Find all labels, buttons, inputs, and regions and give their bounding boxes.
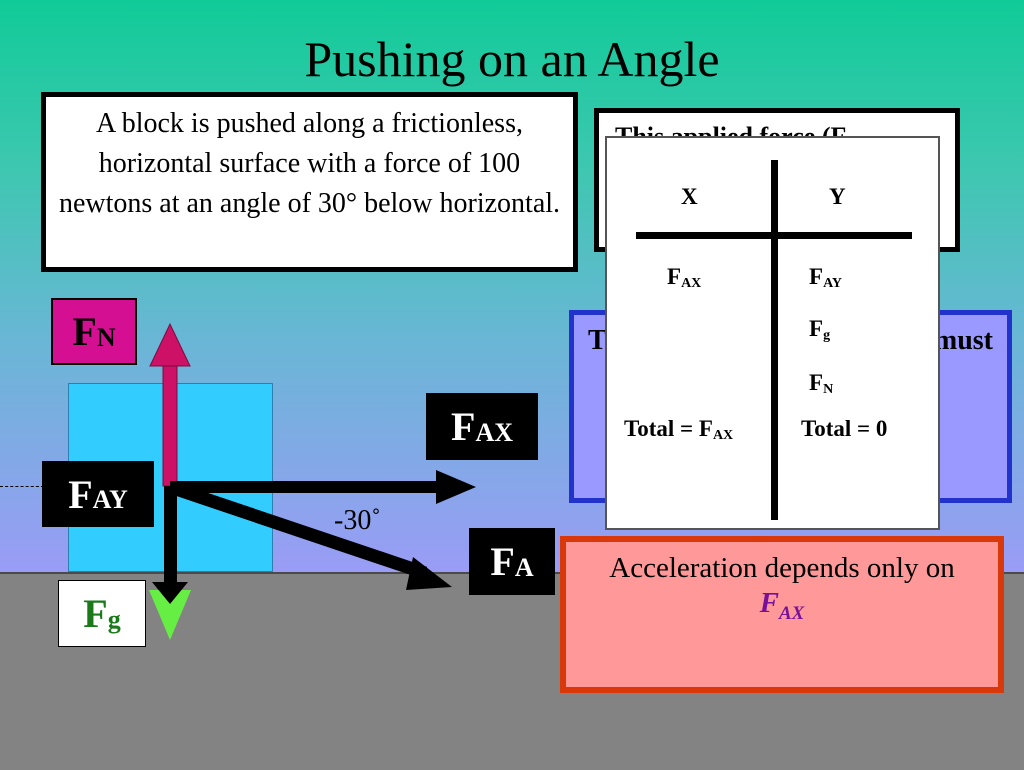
gravity-arrow bbox=[149, 590, 191, 640]
y-total: Total = 0 bbox=[801, 416, 888, 441]
slide-title: Pushing on an Angle bbox=[304, 31, 720, 87]
acceleration-text: Acceleration depends only on bbox=[609, 552, 955, 584]
acceleration-term: FAX bbox=[759, 587, 805, 624]
y-item: FAY bbox=[809, 264, 842, 291]
t-chart-lines bbox=[636, 160, 912, 520]
problem-statement: A block is pushed along a frictionless, … bbox=[41, 92, 578, 272]
x-item: FAX bbox=[667, 264, 702, 291]
y-item: Fg bbox=[809, 316, 831, 343]
horizontal-reference-line bbox=[0, 486, 44, 487]
blue-box-left-text: T bbox=[588, 325, 607, 356]
normal-force-arrow bbox=[149, 322, 191, 487]
blue-box-right-text: must bbox=[933, 325, 993, 356]
y-item: FN bbox=[809, 370, 834, 397]
fa-arrow bbox=[167, 480, 452, 590]
acceleration-box: Acceleration depends only on FAX bbox=[560, 536, 1004, 693]
y-column-header: Y bbox=[829, 184, 846, 209]
x-total: Total = FAX bbox=[624, 416, 734, 443]
x-column-header: X bbox=[681, 184, 698, 209]
fay-arrow bbox=[152, 486, 188, 604]
angle-label: -30˚ bbox=[334, 505, 381, 536]
components-table: X Y FAX FAY Fg FN Total = FAX Total = 0 bbox=[605, 136, 940, 530]
fax-arrow bbox=[170, 470, 476, 504]
